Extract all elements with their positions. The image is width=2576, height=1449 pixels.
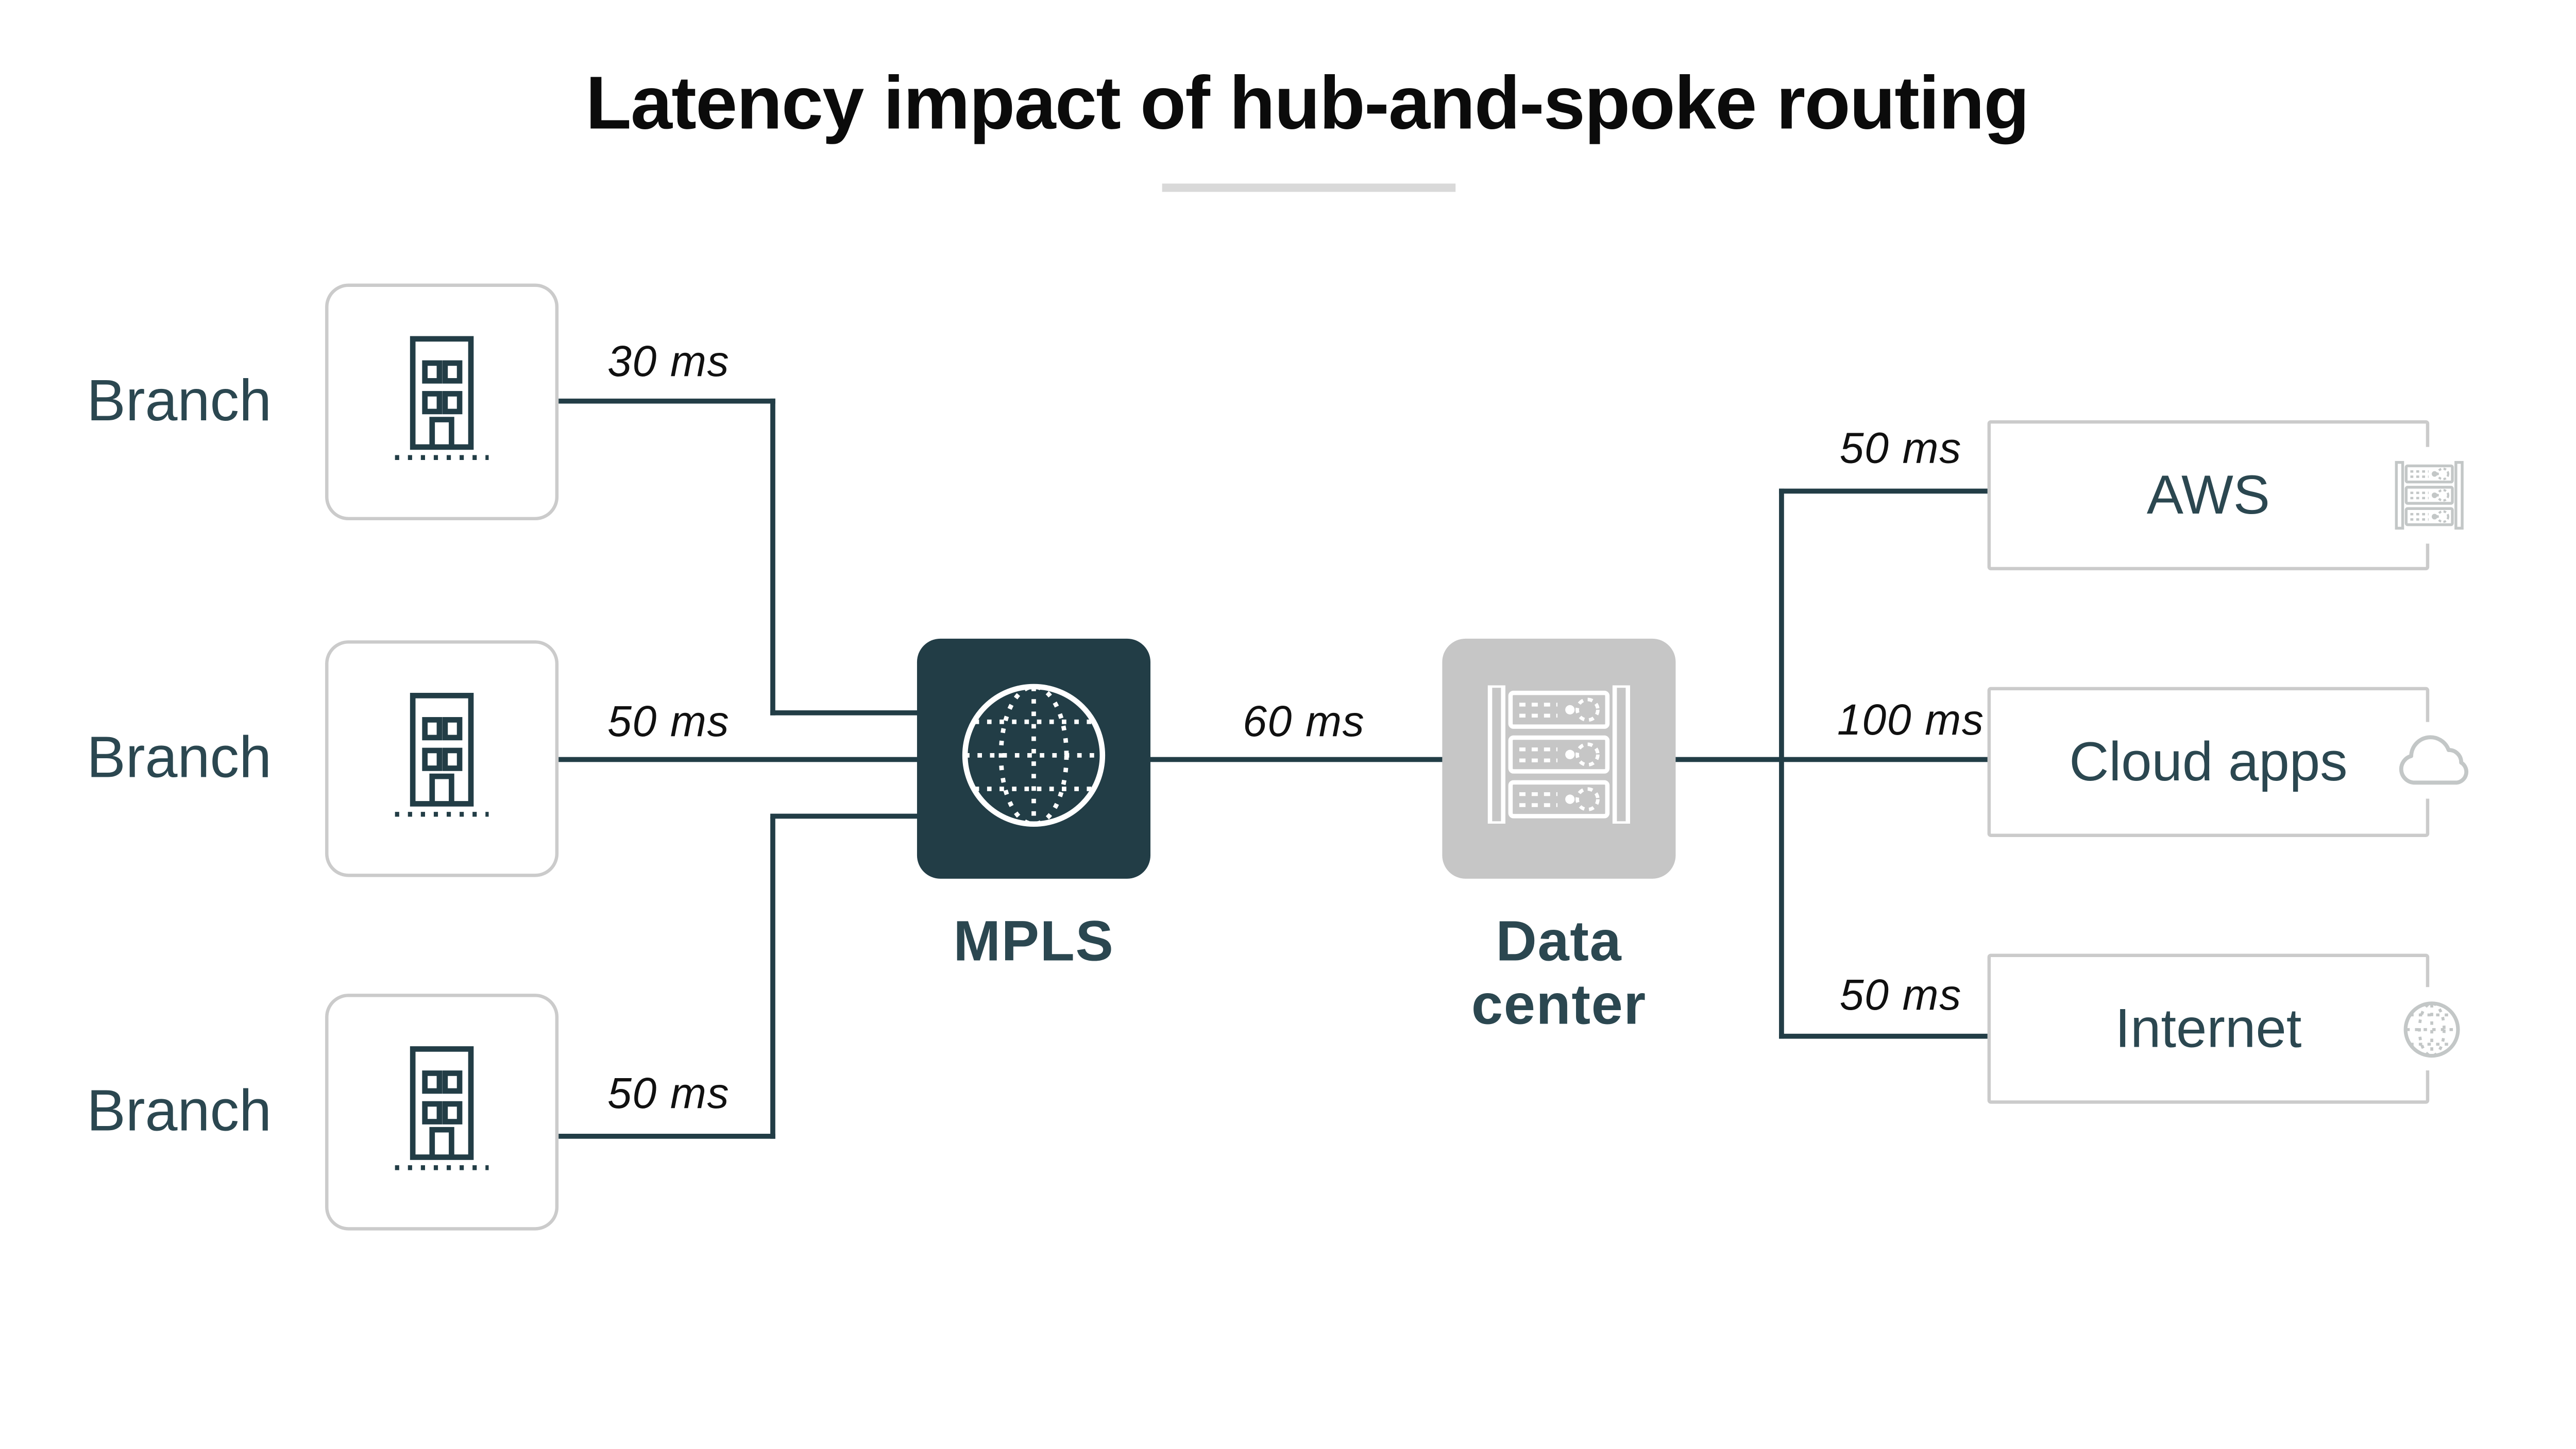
page-title: Latency impact of hub-and-spoke routing (585, 60, 2030, 145)
building-icon (390, 330, 494, 475)
latency-branch3: 50 ms (607, 1068, 730, 1118)
server-rack-icon (2391, 447, 2468, 544)
edge-trunk-to-internet (1778, 1033, 1990, 1038)
edge-branch1-to-hub-v (769, 398, 775, 715)
branch1-label: Branch (87, 368, 272, 434)
edge-branch1-to-hub-h2 (769, 709, 923, 715)
globe-icon (957, 678, 1111, 840)
cloud-apps-node: Cloud apps (1987, 687, 2430, 837)
data-center-label: Data center (1471, 910, 1647, 1038)
latency-hub-datacenter: 60 ms (1243, 696, 1365, 746)
latency-branch2: 50 ms (607, 696, 730, 746)
aws-label: AWS (2146, 464, 2270, 525)
latency-internet: 50 ms (1839, 969, 1962, 1020)
latency-branch1: 30 ms (607, 336, 730, 386)
edge-branch3-to-hub-h2 (769, 813, 923, 818)
branch3-node (325, 994, 559, 1231)
building-icon (390, 1039, 494, 1185)
edge-trunk-vertical (1778, 487, 1784, 1038)
branch3-label: Branch (87, 1079, 272, 1144)
branch1-node (325, 283, 559, 521)
title-underline (1162, 183, 1456, 192)
cloud-apps-label: Cloud apps (2069, 730, 2348, 792)
internet-node: Internet (1987, 953, 2430, 1104)
cloud-icon (2387, 722, 2478, 799)
aws-node: AWS (1987, 420, 2430, 571)
edge-trunk-to-aws (1778, 487, 1990, 493)
edge-branch3-to-hub-v (769, 816, 775, 1138)
edge-branch3-to-hub-h1 (558, 1133, 775, 1138)
latency-aws: 50 ms (1839, 422, 1962, 473)
branch2-node (325, 640, 559, 877)
building-icon (390, 686, 494, 831)
edge-hub-to-datacenter (1148, 756, 1446, 761)
latency-cloudapps: 100 ms (1837, 694, 1985, 745)
edge-datacenter-to-cloudapps (1674, 756, 1991, 761)
globe-icon (2396, 987, 2466, 1071)
mpls-hub-node (917, 638, 1151, 879)
mpls-hub-label: MPLS (953, 910, 1114, 974)
edge-branch1-to-hub-h1 (558, 398, 775, 403)
edge-branch2-to-hub (558, 756, 922, 761)
server-rack-icon (1485, 683, 1632, 832)
branch2-label: Branch (87, 725, 272, 791)
internet-label: Internet (2115, 997, 2302, 1059)
data-center-node (1442, 638, 1676, 879)
